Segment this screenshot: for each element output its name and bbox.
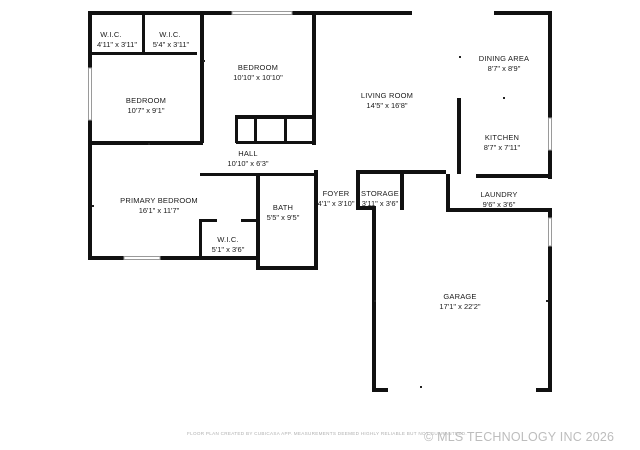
wall: [314, 170, 318, 270]
room-name: STORAGE: [361, 189, 399, 198]
room-dimensions: 4'1" x 3'10": [318, 199, 355, 208]
room-name: BEDROOM: [126, 96, 166, 105]
wall: [372, 206, 376, 392]
windows: [88, 11, 552, 260]
wall: [446, 174, 450, 212]
wall: [199, 219, 202, 257]
wall: [145, 52, 197, 55]
wall: [372, 388, 388, 392]
wall: [88, 256, 258, 260]
wall: [312, 15, 316, 145]
wall: [356, 170, 360, 210]
window: [231, 11, 293, 15]
room-garage: GARAGE 17'1" x 22'2": [439, 292, 480, 311]
room-dining-area: DINING AREA 8'7" x 8'9": [479, 54, 530, 73]
outlet-marker: [420, 386, 422, 388]
outlet-marker: [374, 300, 376, 302]
room-hall: HALL 10'10" x 6'3": [227, 149, 268, 168]
room-name: KITCHEN: [485, 133, 519, 142]
wall: [548, 11, 552, 179]
wall: [254, 119, 257, 143]
room-dimensions: 14'5" x 16'8": [366, 101, 407, 110]
room-primary-bedroom: PRIMARY BEDROOM 16'1" x 11'7": [120, 196, 198, 215]
wall: [88, 11, 92, 260]
room-wic1: W.I.C. 4'11" x 3'11": [97, 30, 137, 49]
room-dimensions: 5'5" x 9'5": [267, 213, 300, 222]
room-name: LIVING ROOM: [361, 91, 413, 100]
room-dimensions: 3'11" x 3'6": [362, 199, 399, 208]
wall: [284, 119, 287, 143]
wall: [548, 208, 552, 392]
outlet-marker: [503, 97, 505, 99]
outlet-marker: [148, 143, 150, 145]
room-dimensions: 5'4" x 3'11": [153, 40, 190, 49]
room-storage: STORAGE 3'11" x 3'6": [361, 189, 399, 208]
room-dimensions: 17'1" x 22'2": [439, 302, 480, 311]
room-kitchen: KITCHEN 8'7" x 7'11": [484, 133, 521, 152]
room-laundry: LAUNDRY 9'6" x 3'6": [480, 190, 517, 209]
floor-plan-disclaimer: FLOOR PLAN CREATED BY CUBICASA APP. MEAS…: [187, 431, 467, 436]
room-name: PRIMARY BEDROOM: [120, 196, 198, 205]
room-name: BATH: [273, 203, 293, 212]
wall: [258, 173, 316, 176]
wall: [476, 174, 552, 178]
wall: [236, 141, 314, 144]
room-name: HALL: [238, 149, 258, 158]
wall: [200, 15, 204, 143]
wall: [356, 206, 374, 210]
room-bath: BATH 5'5" x 9'5": [267, 203, 300, 222]
room-dimensions: 10'7" x 9'1": [128, 106, 165, 115]
room-bedroom-left: BEDROOM 10'7" x 9'1": [126, 96, 166, 115]
room-dimensions: 16'1" x 11'7": [139, 206, 180, 215]
window: [548, 117, 552, 151]
room-dimensions: 8'7" x 7'11": [484, 143, 521, 152]
outlet-marker: [92, 205, 94, 207]
room-name: W.I.C.: [159, 30, 181, 39]
wall: [92, 141, 203, 145]
window: [88, 67, 92, 121]
wall: [400, 174, 404, 210]
wall: [536, 388, 552, 392]
outlet-marker: [203, 60, 205, 62]
room-name: W.I.C.: [217, 235, 239, 244]
room-dimensions: 4'11" x 3'11": [97, 40, 137, 49]
wall: [235, 115, 315, 119]
outlet-marker: [546, 300, 548, 302]
copyright-watermark: © MLS TECHNOLOGY INC 2026: [424, 430, 615, 444]
room-name: BEDROOM: [238, 63, 278, 72]
room-name: W.I.C.: [100, 30, 122, 39]
room-name: FOYER: [323, 189, 350, 198]
room-labels: W.I.C. 4'11" x 3'11" W.I.C. 5'4" x 3'11"…: [97, 30, 529, 311]
room-dimensions: 5'1" x 3'6": [212, 245, 245, 254]
outlet-marker: [459, 56, 461, 58]
wall: [256, 176, 260, 270]
wall: [241, 219, 259, 222]
room-wic3: W.I.C. 5'1" x 3'6": [212, 235, 245, 254]
room-dimensions: 8'7" x 8'9": [488, 64, 521, 73]
window: [123, 256, 161, 260]
wall: [235, 119, 238, 143]
room-foyer: FOYER 4'1" x 3'10": [318, 189, 355, 208]
room-bedroom-top: BEDROOM 10'10" x 10'10": [233, 63, 283, 82]
wall: [446, 208, 552, 212]
wall: [200, 173, 260, 176]
room-dimensions: 10'10" x 6'3": [227, 159, 268, 168]
wall: [199, 219, 217, 222]
wall: [356, 170, 446, 174]
wall: [256, 266, 318, 270]
wall: [494, 11, 552, 15]
outlet-markers: [92, 56, 548, 388]
wall: [92, 52, 142, 55]
room-name: GARAGE: [443, 292, 476, 301]
room-dimensions: 9'6" x 3'6": [483, 200, 516, 209]
wall: [142, 15, 145, 55]
window: [548, 217, 552, 247]
room-name: DINING AREA: [479, 54, 530, 63]
room-wic2: W.I.C. 5'4" x 3'11": [153, 30, 190, 49]
room-dimensions: 10'10" x 10'10": [233, 73, 283, 82]
room-living-room: LIVING ROOM 14'5" x 16'8": [361, 91, 413, 110]
room-name: LAUNDRY: [480, 190, 517, 199]
wall: [457, 98, 461, 174]
